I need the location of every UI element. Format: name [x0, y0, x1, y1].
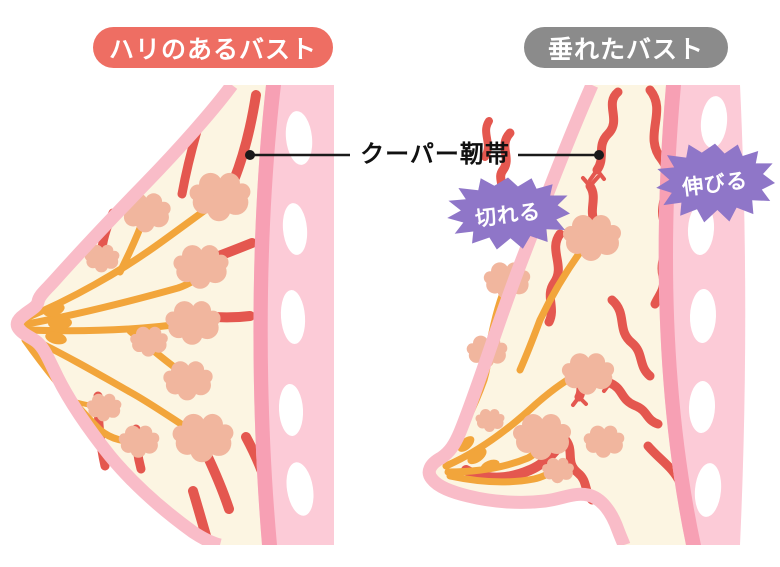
title-firm-bust: ハリのあるバスト — [93, 27, 333, 68]
rib-ovals — [687, 96, 728, 517]
coopers-ligament-label: クーパー靭帯 — [360, 141, 510, 168]
chest-wall — [253, 85, 334, 545]
skin-outline — [422, 85, 631, 545]
callout-tear-text: 切れる — [474, 199, 543, 231]
annotation-leader — [245, 150, 604, 160]
callout-stretch-text: 伸びる — [681, 169, 750, 200]
title-sagging-bust: 垂れたバスト — [524, 27, 728, 68]
duct-ampullae — [457, 436, 500, 473]
duct-ampullae — [43, 303, 72, 345]
rib-ovals — [278, 111, 314, 516]
pectoral-muscle-stripe — [253, 85, 281, 545]
firm-bust-illustration — [10, 85, 334, 545]
skin-outline — [10, 85, 238, 545]
leader-dot-right — [594, 150, 604, 160]
leader-dot-left — [245, 150, 255, 160]
breast-interior — [429, 85, 700, 545]
